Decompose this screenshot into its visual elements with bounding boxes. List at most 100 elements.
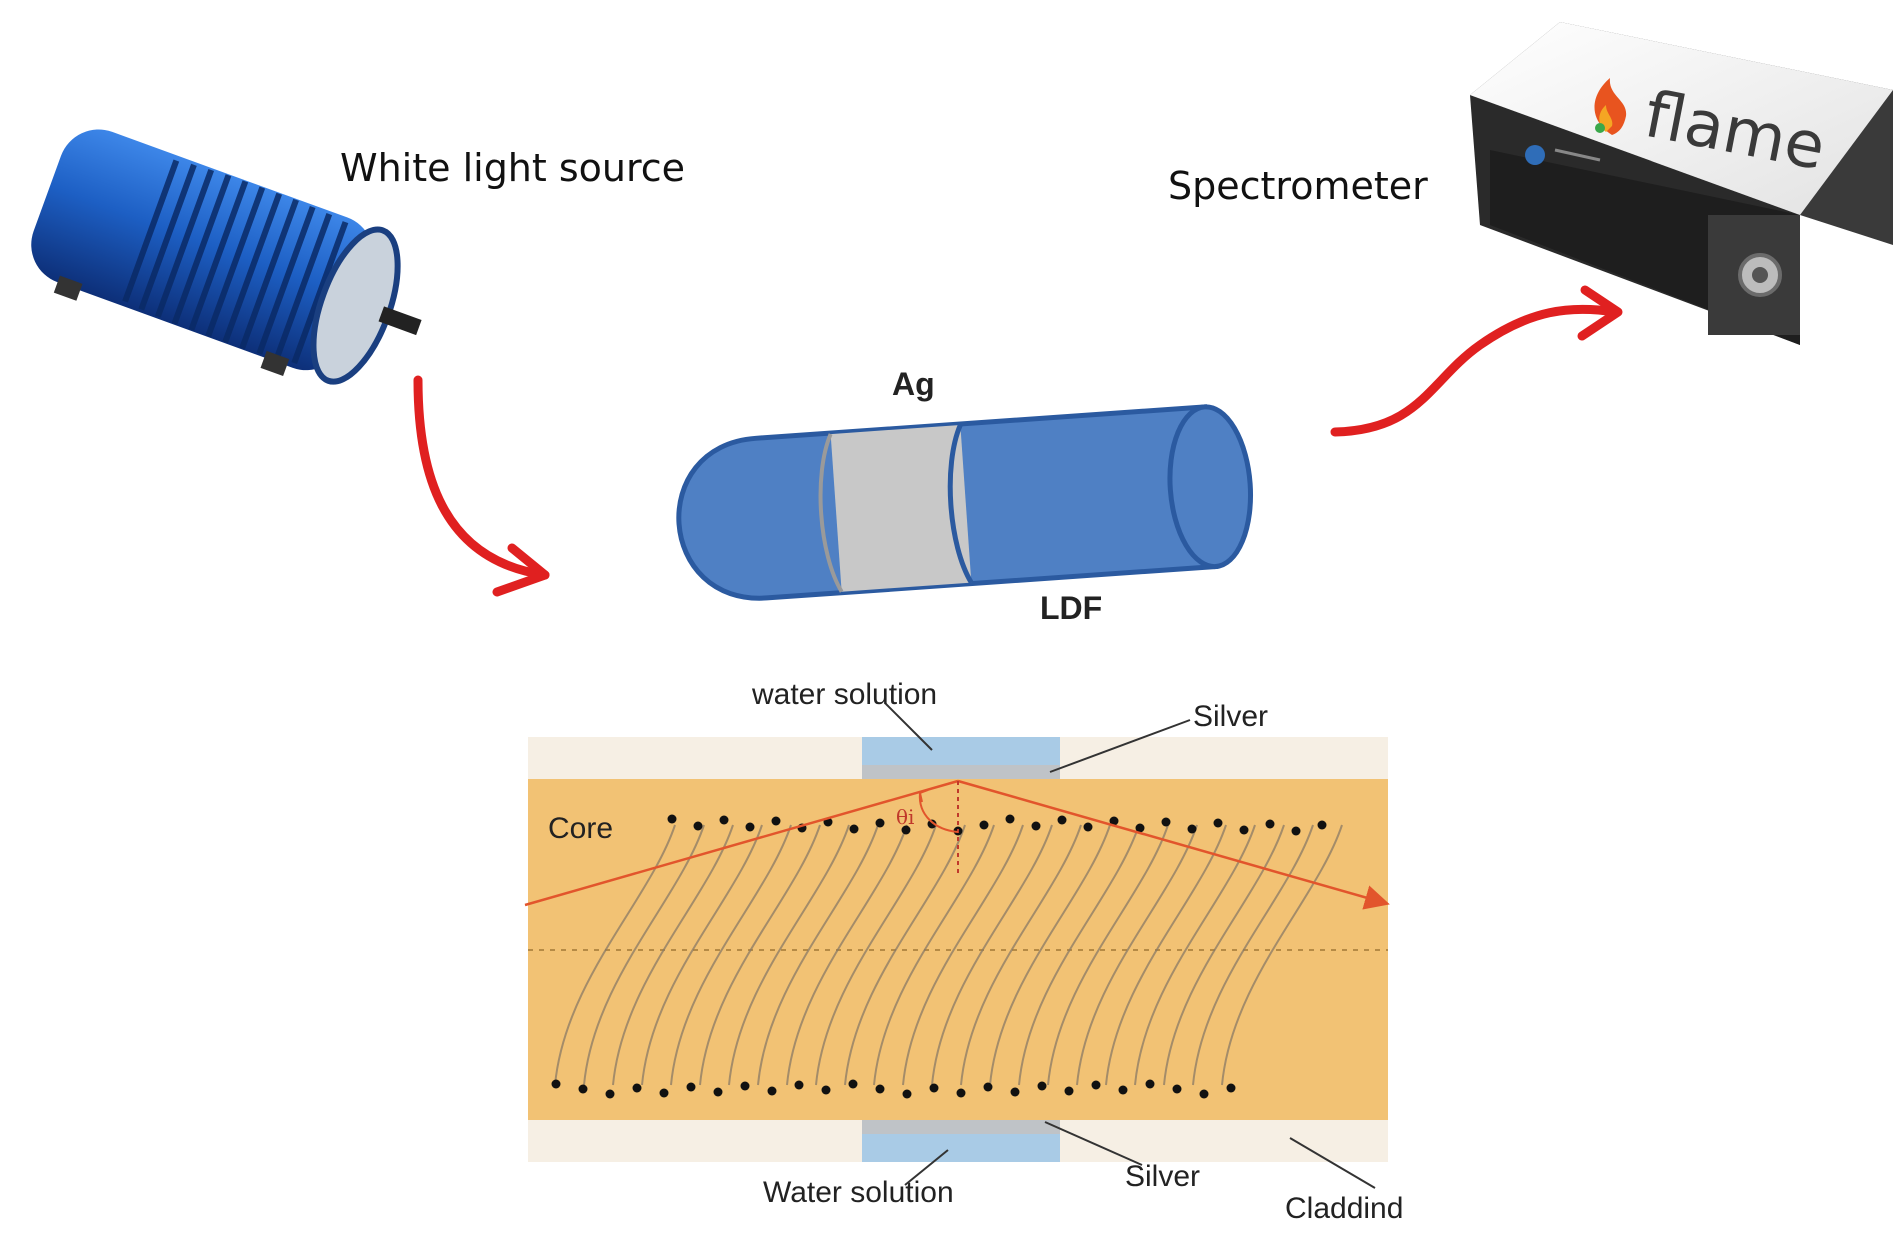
particle <box>551 1079 561 1089</box>
field-lines <box>554 824 1343 1086</box>
field-line <box>960 824 1082 1086</box>
spectrometer-device <box>1470 22 1893 345</box>
arrow-source-to-fiber-head <box>492 543 550 597</box>
arrow-fiber-to-spectrometer-head <box>1577 285 1623 341</box>
particle <box>578 1084 588 1094</box>
particle <box>659 1088 669 1098</box>
field-line <box>1163 824 1285 1086</box>
leader-lines <box>884 702 1376 1189</box>
field-line <box>902 824 1024 1086</box>
label-core: Core <box>548 812 614 845</box>
particle <box>1083 822 1093 832</box>
particle <box>1199 1089 1209 1099</box>
particle <box>1031 821 1041 831</box>
particle <box>1172 1084 1182 1094</box>
particle <box>1010 1087 1020 1097</box>
particle <box>1005 814 1015 824</box>
field-line <box>1047 824 1169 1086</box>
particle <box>929 1083 939 1093</box>
particle <box>771 816 781 826</box>
field-line <box>1134 824 1256 1086</box>
silver-bottom <box>862 1120 1060 1134</box>
particle <box>927 819 937 829</box>
particle <box>713 1087 723 1097</box>
leader-silver-top <box>1049 719 1191 773</box>
leader-water-bottom <box>904 1149 949 1186</box>
field-line <box>699 824 821 1086</box>
particle <box>632 1083 642 1093</box>
particle <box>693 821 703 831</box>
leader-cladding <box>1289 1137 1376 1189</box>
particle <box>1213 818 1223 828</box>
reflected-ray <box>957 779 1390 910</box>
particle <box>745 822 755 832</box>
light-source-device <box>31 129 422 385</box>
fiber-cross-section <box>524 702 1390 1189</box>
particle <box>1226 1083 1236 1093</box>
field-line <box>873 824 995 1086</box>
particle <box>875 818 885 828</box>
particle <box>740 1081 750 1091</box>
incident-ray <box>524 779 959 907</box>
particle <box>1291 826 1301 836</box>
label-incidence-angle: θi <box>896 805 915 829</box>
angle-arc <box>918 792 959 833</box>
particle <box>1091 1080 1101 1090</box>
field-line <box>1076 824 1198 1086</box>
label-spectrometer: Spectrometer <box>1168 164 1428 208</box>
leader-silver-bottom <box>1044 1121 1143 1166</box>
particle <box>901 825 911 835</box>
particle <box>1118 1085 1128 1095</box>
particle <box>1187 824 1197 834</box>
particle <box>983 1082 993 1092</box>
fiber-end-face <box>1167 404 1254 570</box>
arrow-source-to-fiber <box>413 375 550 580</box>
label-ag: Ag <box>892 366 935 402</box>
field-line <box>641 824 763 1086</box>
particle <box>849 824 859 834</box>
label-white-light-source: White light source <box>340 146 686 190</box>
particle <box>1037 1081 1047 1091</box>
particle <box>667 814 677 824</box>
particle <box>1265 819 1275 829</box>
field-line <box>815 824 937 1086</box>
particle <box>1145 1079 1155 1089</box>
particle <box>1317 820 1327 830</box>
field-line <box>757 824 879 1086</box>
optical-fiber <box>676 404 1254 601</box>
particle <box>902 1089 912 1099</box>
silver-band <box>830 425 972 592</box>
label-silver-top: Silver <box>1193 700 1269 733</box>
particle <box>1161 817 1171 827</box>
particle <box>1135 823 1145 833</box>
field-line <box>844 824 966 1086</box>
arrow-fiber-to-spectrometer <box>1330 304 1620 437</box>
particle <box>767 1086 777 1096</box>
field-line <box>931 824 1053 1086</box>
leader-water-top <box>884 702 933 751</box>
flame-logo-icon <box>1594 78 1627 135</box>
particle <box>1109 816 1119 826</box>
particle <box>794 1080 804 1090</box>
silver-top <box>862 765 1060 779</box>
label-cladding: Claddind <box>1285 1192 1404 1225</box>
label-ldf: LDF <box>1040 590 1103 626</box>
red-arrows <box>413 285 1623 597</box>
particle <box>821 1085 831 1095</box>
field-line <box>612 824 734 1086</box>
particle <box>875 1084 885 1094</box>
particle <box>848 1079 858 1089</box>
light-ray <box>524 779 1390 910</box>
particle <box>1064 1086 1074 1096</box>
field-line <box>786 824 908 1086</box>
particle <box>686 1082 696 1092</box>
particle <box>979 820 989 830</box>
particle <box>1057 815 1067 825</box>
field-line <box>554 824 676 1086</box>
label-silver-bottom: Silver <box>1125 1160 1201 1193</box>
water-bottom <box>862 1134 1060 1162</box>
field-line <box>583 824 705 1086</box>
ocean-optics-logo-icon <box>1525 145 1601 165</box>
